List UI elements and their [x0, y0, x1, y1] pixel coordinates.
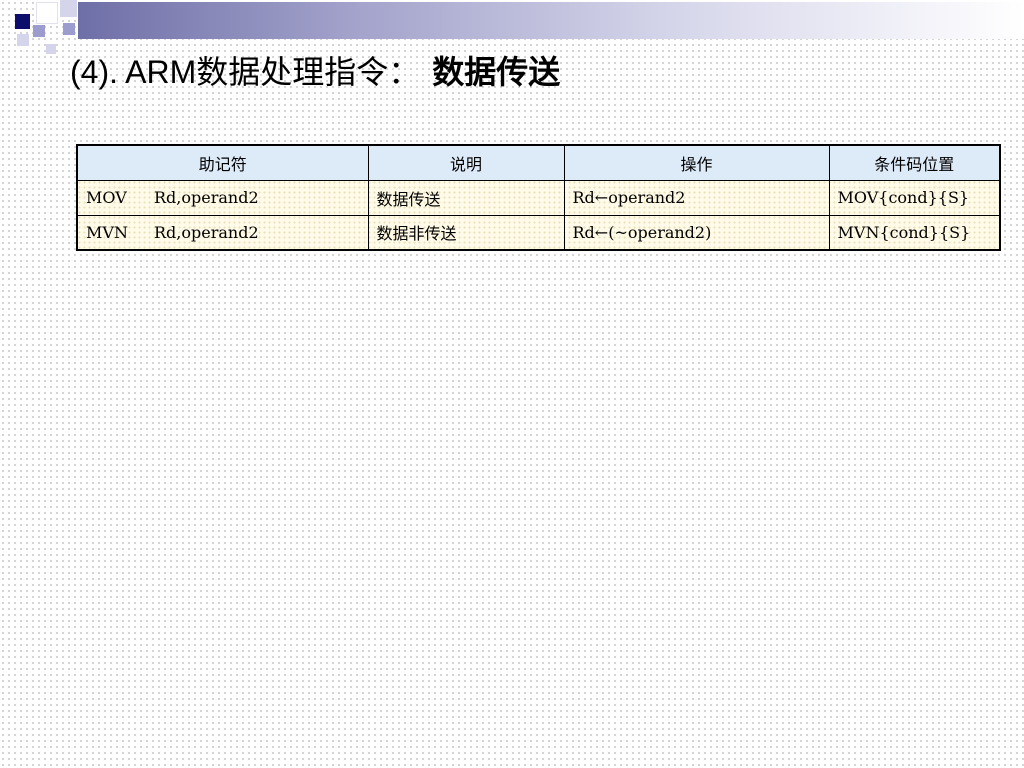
header-condition: 条件码位置	[828, 144, 1001, 181]
decor-square-pale-3	[46, 44, 56, 54]
decor-square-pale	[60, 0, 77, 17]
cell-condition: MOV{cond}{S}	[828, 179, 1001, 216]
title-main: (4). ARM数据处理指令：	[70, 54, 421, 90]
decor-square-lavender-2	[63, 23, 75, 35]
cell-operation: Rd←operand2	[563, 179, 830, 216]
cell-description: 数据非传送	[367, 214, 565, 251]
decor-square-pale-2	[17, 34, 29, 46]
slide-title: (4). ARM数据处理指令： 数据传送	[70, 50, 560, 94]
title-emphasis: 数据传送	[432, 54, 561, 90]
header-description: 说明	[367, 144, 565, 181]
mnemonic: MVN	[86, 222, 128, 242]
decor-square-navy	[15, 14, 30, 29]
mnemonic: MOV	[86, 188, 127, 207]
header-operation: 操作	[563, 144, 830, 181]
operands: Rd,operand2	[154, 188, 259, 207]
decor-square-lavender	[33, 25, 45, 37]
table-row: MOV Rd,operand2 数据传送 Rd←operand2 MOV{cond…	[76, 179, 1001, 216]
cell-mnemonic: MVN Rd,operand2	[76, 214, 369, 251]
instruction-table: 助记符 说明 操作 条件码位置 MOV Rd,operand2 数据传送 Rd←o…	[76, 144, 1001, 251]
cell-description: 数据传送	[367, 179, 565, 216]
operands: Rd,operand2	[154, 222, 259, 242]
header-mnemonic: 助记符	[76, 144, 369, 181]
cell-operation: Rd←(~operand2)	[563, 214, 830, 251]
header-gradient-bar	[78, 2, 1024, 39]
table-header-row: 助记符 说明 操作 条件码位置	[76, 144, 1001, 181]
decor-square-white	[36, 2, 58, 24]
cell-mnemonic: MOV Rd,operand2	[76, 179, 369, 216]
cell-condition: MVN{cond}{S}	[828, 214, 1001, 251]
table-row: MVN Rd,operand2 数据非传送 Rd←(~operand2) MVN{…	[76, 214, 1001, 251]
